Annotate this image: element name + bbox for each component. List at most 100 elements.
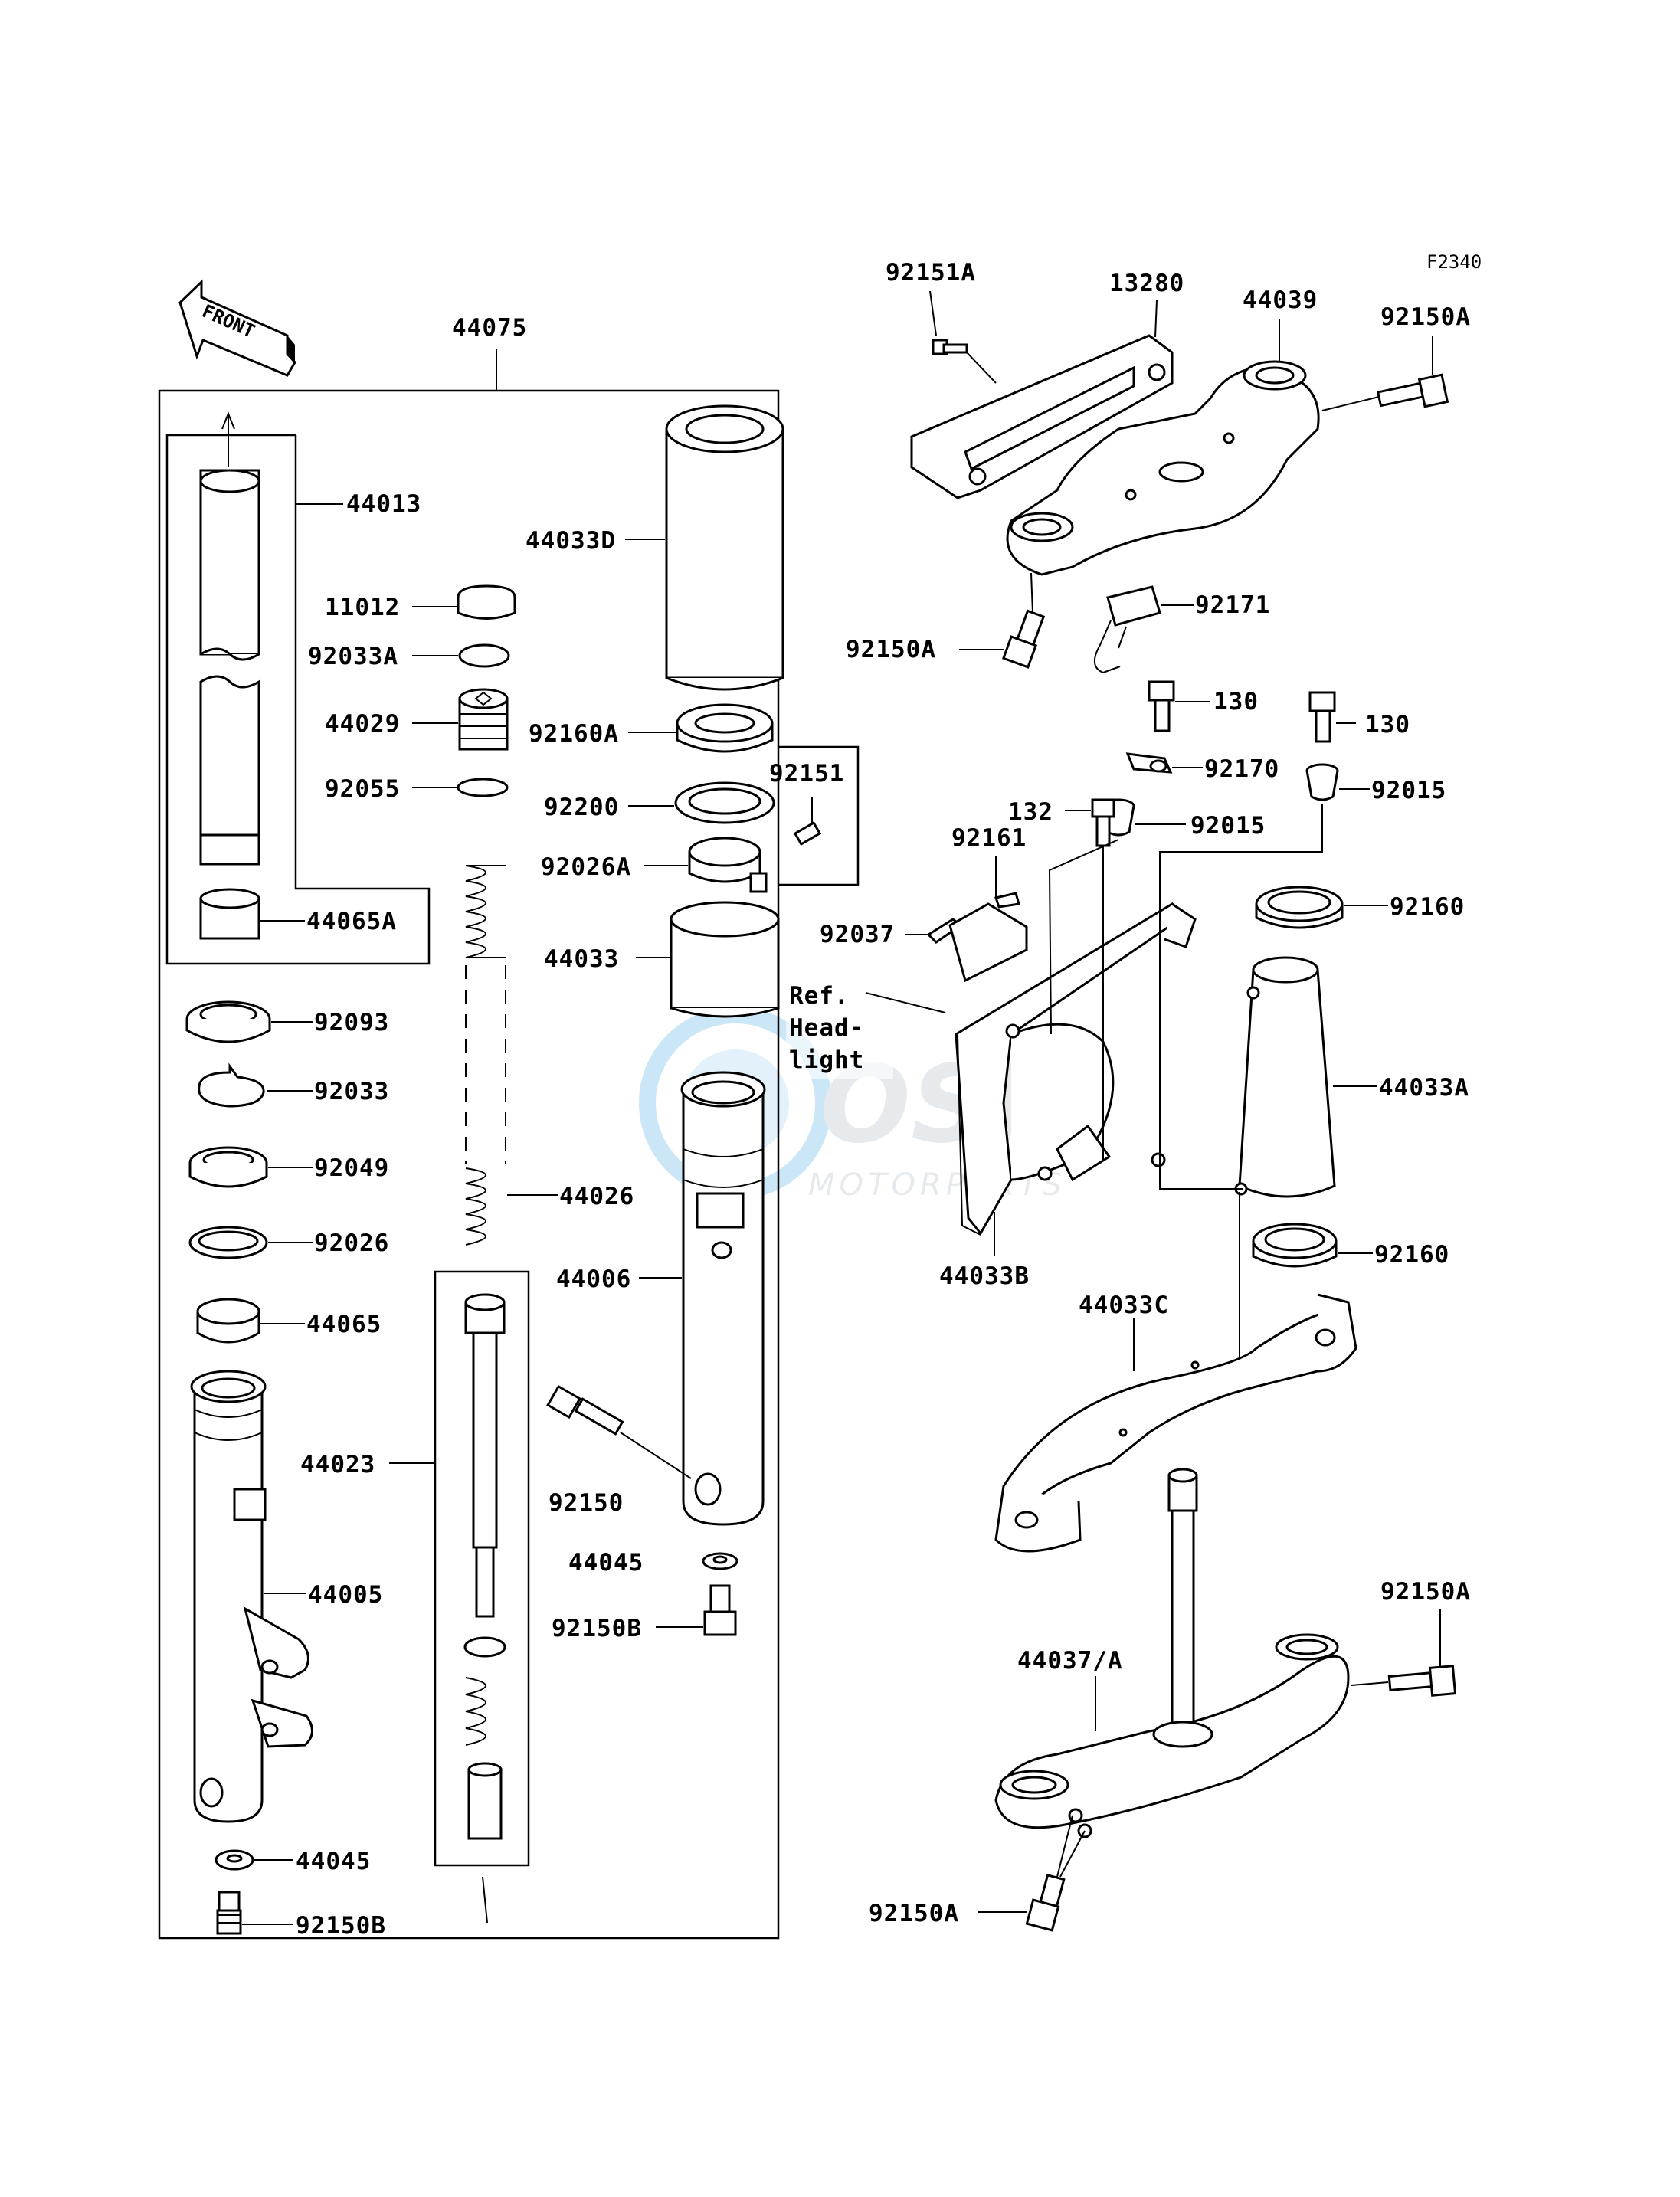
cover-44033A xyxy=(1234,956,1336,1198)
label-44039: 44039 xyxy=(1243,286,1318,314)
label-92150B-left: 92150B xyxy=(296,1912,386,1940)
label-11012: 11012 xyxy=(325,594,400,621)
label-132: 132 xyxy=(1008,798,1053,826)
label-130-a: 130 xyxy=(1213,688,1259,715)
label-92015-b: 92015 xyxy=(1371,777,1446,804)
label-92150A-upleft: 92150A xyxy=(846,636,936,663)
label-92015-a: 92015 xyxy=(1190,812,1266,840)
washer-44045-mid xyxy=(702,1552,738,1570)
clip-92033 xyxy=(198,1062,265,1108)
label-92151: 92151 xyxy=(769,760,844,787)
label-92150A-right: 92150A xyxy=(1380,1578,1471,1606)
label-44033B: 44033B xyxy=(939,1262,1030,1290)
bracket-leader-frame xyxy=(778,745,860,886)
label-92033: 92033 xyxy=(314,1078,389,1105)
bolt-92150B-mid xyxy=(703,1584,737,1636)
label-92037: 92037 xyxy=(820,921,895,948)
label-44033D: 44033D xyxy=(526,527,616,555)
plug-44029 xyxy=(458,688,509,751)
label-92150: 92150 xyxy=(549,1489,624,1517)
label-44037A: 44037/A xyxy=(1017,1647,1123,1675)
bushing-44065A xyxy=(199,888,260,940)
label-44029: 44029 xyxy=(325,710,400,738)
label-92200: 92200 xyxy=(544,794,619,821)
headlight-cover-44033B xyxy=(948,892,1197,1236)
damper-rod-44023 xyxy=(463,1293,506,1924)
bushing-44065 xyxy=(196,1298,260,1344)
label-44033: 44033 xyxy=(544,945,619,973)
label-92093: 92093 xyxy=(314,1009,389,1036)
seal-92093 xyxy=(185,1000,271,1043)
ring-92033A xyxy=(458,643,510,668)
label-44065: 44065 xyxy=(306,1311,382,1338)
collar-92015-b xyxy=(1305,763,1339,801)
washer-92200 xyxy=(674,781,775,824)
spring-44026 xyxy=(465,865,506,1246)
bolt-92150 xyxy=(546,1384,692,1479)
screw-92151A xyxy=(929,290,968,355)
label-92026A: 92026A xyxy=(541,853,631,881)
seal-92160-bottom xyxy=(1252,1223,1338,1268)
clamp-92026A xyxy=(688,837,768,893)
ref-headlight-note: Ref. Head- light xyxy=(786,981,893,1079)
label-44005: 44005 xyxy=(308,1581,383,1609)
fork-assembly-frame xyxy=(158,389,780,1940)
ref-note-line3: light xyxy=(789,1046,864,1074)
label-44013: 44013 xyxy=(346,490,421,518)
cover-44033 xyxy=(670,901,780,1018)
front-arrow-icon: FRONT xyxy=(178,279,296,377)
cap-11012 xyxy=(457,584,516,620)
damper-rod-subframe xyxy=(434,1270,530,1867)
label-44023: 44023 xyxy=(300,1451,375,1478)
bolt-130-a xyxy=(1148,680,1175,732)
seal-92160-top xyxy=(1255,886,1344,929)
label-92150B-mid: 92150B xyxy=(552,1615,642,1642)
cover-13280 xyxy=(910,334,1174,499)
label-44026: 44026 xyxy=(559,1183,634,1210)
label-92170: 92170 xyxy=(1204,755,1279,783)
ref-note-line2: Head- xyxy=(789,1014,864,1042)
seal-92049 xyxy=(188,1146,268,1188)
label-44045-left: 44045 xyxy=(296,1848,371,1875)
inner-tube-44013 xyxy=(199,411,260,866)
washer-44045-left xyxy=(215,1849,254,1871)
inner-tube-subframe xyxy=(165,434,431,965)
label-92026: 92026 xyxy=(314,1229,389,1257)
label-13280: 13280 xyxy=(1109,270,1184,297)
label-92160-bottom: 92160 xyxy=(1374,1241,1449,1269)
label-92055: 92055 xyxy=(325,775,400,803)
label-44075: 44075 xyxy=(452,314,527,342)
outer-tube-44006 xyxy=(680,1071,766,1526)
figure-code: F2340 xyxy=(1426,251,1482,273)
bolt-92150A-top xyxy=(1321,373,1449,411)
label-92171: 92171 xyxy=(1195,591,1270,619)
label-92150A-bottom: 92150A xyxy=(869,1900,959,1927)
bolt-130-b xyxy=(1308,691,1336,743)
bolt-92150B-left xyxy=(216,1891,242,1935)
steering-stem-44037A xyxy=(994,1468,1350,1838)
clip-92170 xyxy=(1125,752,1173,774)
label-44006: 44006 xyxy=(556,1265,631,1293)
label-92150A-top: 92150A xyxy=(1380,303,1471,331)
label-92161: 92161 xyxy=(951,824,1027,852)
label-44033C: 44033C xyxy=(1079,1292,1169,1319)
label-92160-top: 92160 xyxy=(1390,893,1465,921)
bolt-92150A-bottom xyxy=(1025,1815,1086,1932)
outer-tube-44005 xyxy=(190,1370,313,1823)
upper-bracket-44039 xyxy=(1006,360,1320,576)
bracket-92171 xyxy=(1094,585,1161,674)
label-44033A: 44033A xyxy=(1379,1074,1469,1102)
label-92160A: 92160A xyxy=(529,720,619,748)
label-92151A: 92151A xyxy=(886,259,976,286)
label-44065A: 44065A xyxy=(306,908,397,935)
bolt-92150A-right xyxy=(1351,1665,1457,1697)
bolt-132 xyxy=(1091,798,1115,847)
tube-44033D xyxy=(665,404,784,691)
screw-92151 xyxy=(793,797,822,846)
bolt-92150A-upleft xyxy=(1001,572,1046,669)
label-92033A: 92033A xyxy=(308,643,398,670)
seal-92160A xyxy=(676,703,774,753)
washer-92026 xyxy=(188,1226,268,1259)
